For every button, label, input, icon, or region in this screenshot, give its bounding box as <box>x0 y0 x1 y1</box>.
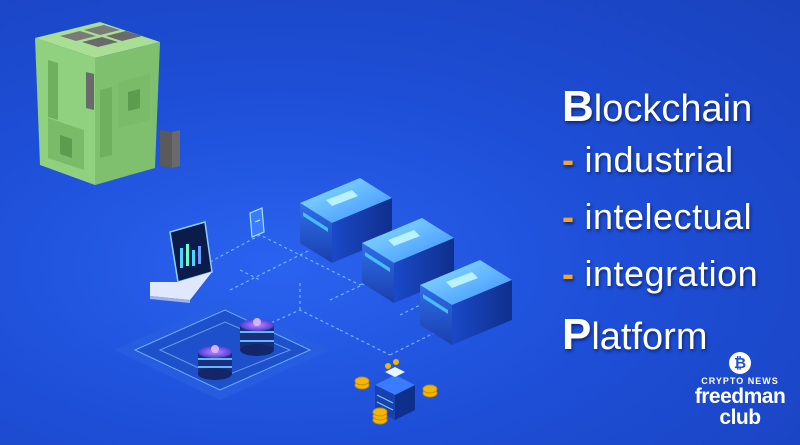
crypto-news-label: CRYPTO NEWS <box>690 376 790 386</box>
server-2 <box>362 218 454 303</box>
brand-freedman: freedman <box>694 385 786 408</box>
headline-dash: - <box>562 139 575 180</box>
headline-rest: lockchain <box>593 88 753 130</box>
headline-dash: - <box>562 196 575 237</box>
gold-coins <box>354 376 438 425</box>
headline-rest: industrial <box>584 139 734 180</box>
headline-industrial: -industrial <box>562 139 794 196</box>
headline-intelectual: -intelectual <box>562 196 794 253</box>
brand-club: club <box>719 406 761 429</box>
coin-server-stack <box>375 359 415 420</box>
crypto-label: CRYPTO <box>701 376 745 386</box>
news-label: NEWS <box>747 376 779 386</box>
server-3 <box>420 260 512 345</box>
headline-rest: latform <box>591 316 708 358</box>
server-1 <box>300 178 392 263</box>
headline-cap-b: B <box>562 82 594 131</box>
headline-cap-p: P <box>562 310 592 359</box>
freedman-club-watermark: ₿ CRYPTO NEWS freedman club <box>690 352 790 440</box>
headline-rest: integration <box>584 253 759 294</box>
headline-integration: -integration <box>562 253 794 310</box>
headline-rest: intelectual <box>584 196 753 237</box>
laptop-icon <box>150 221 213 303</box>
database-stack-2 <box>198 345 232 380</box>
tablet-icon <box>249 207 265 238</box>
headline-dash: - <box>562 253 575 294</box>
database-stack-1 <box>240 318 274 356</box>
bitcoin-icon: ₿ <box>729 352 751 374</box>
bip-cube-logo <box>35 22 180 185</box>
